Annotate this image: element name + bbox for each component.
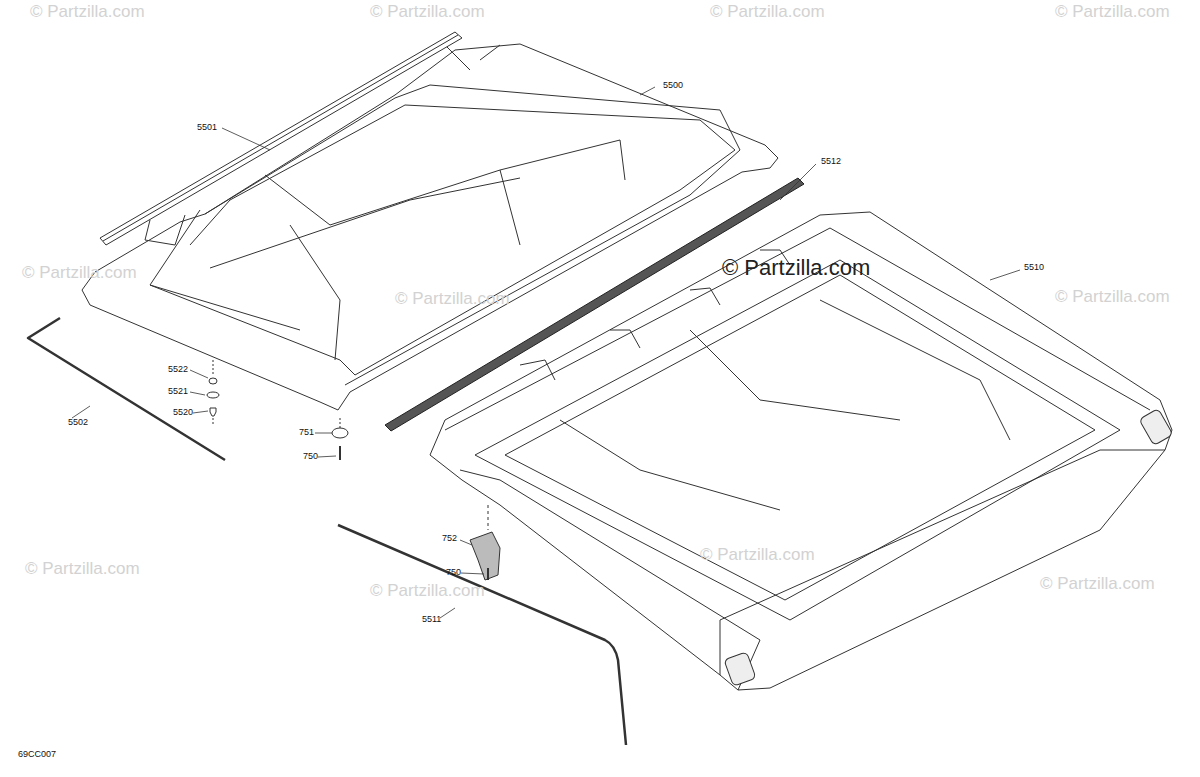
callout-number: 750 <box>446 568 461 578</box>
watermark: © Partzilla.com <box>722 256 870 280</box>
watermark: © Partzilla.com <box>395 290 510 309</box>
watermark: © Partzilla.com <box>30 3 145 22</box>
watermark: © Partzilla.com <box>1040 575 1155 594</box>
callout-number: 750 <box>303 452 318 462</box>
callout-number: 752 <box>442 534 457 544</box>
watermark: © Partzilla.com <box>370 3 485 22</box>
callout-number: 5501 <box>197 123 217 133</box>
callout-number: 5502 <box>68 418 88 428</box>
watermark: © Partzilla.com <box>1055 288 1170 307</box>
watermark: © Partzilla.com <box>710 3 825 22</box>
watermark: © Partzilla.com <box>25 560 140 579</box>
callout-number: 5520 <box>173 408 193 418</box>
watermark: © Partzilla.com <box>1055 3 1170 22</box>
callout-number: 5510 <box>1024 263 1044 273</box>
callout-number: 5521 <box>168 387 188 397</box>
watermark: © Partzilla.com <box>22 264 137 283</box>
callout-number: 5500 <box>663 81 683 91</box>
callout-number: 5522 <box>168 365 188 375</box>
drawing-code: 69CC007 <box>18 750 56 760</box>
callout-number: 751 <box>299 428 314 438</box>
callout-number: 5512 <box>821 157 841 167</box>
watermark: © Partzilla.com <box>370 582 485 601</box>
callout-number: 5511 <box>422 615 441 625</box>
watermark: © Partzilla.com <box>700 546 815 565</box>
